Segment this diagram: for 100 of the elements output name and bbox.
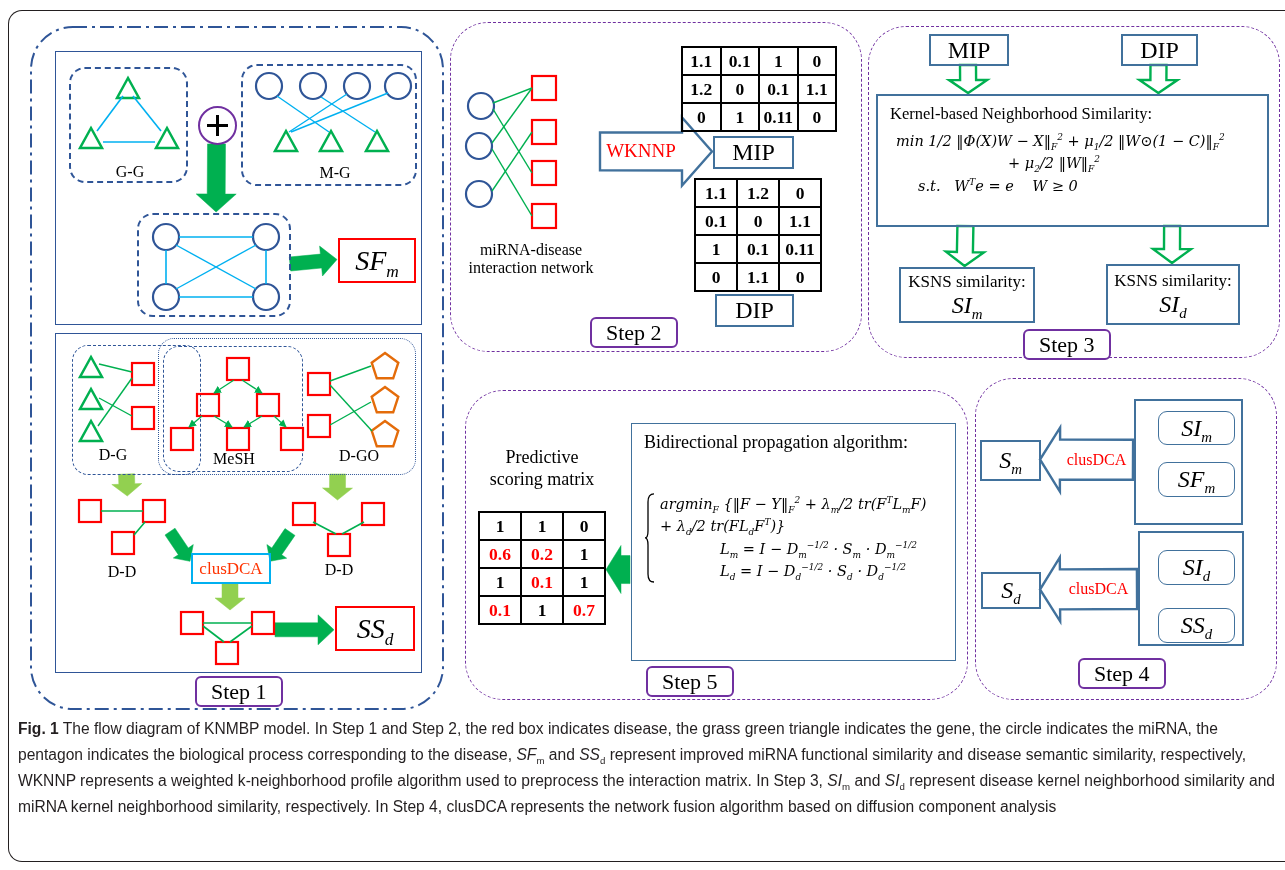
result-box <box>335 606 415 651</box>
node-label: SS$_{d}$ <box>356 612 394 645</box>
matrix-cell: 0.6 <box>480 541 522 569</box>
network-group <box>158 338 416 475</box>
matrix-cell: 0.1 <box>522 569 564 597</box>
node-label: D-G <box>98 446 128 464</box>
arrow <box>274 614 335 646</box>
matrix-cell: 1.1 <box>738 264 780 292</box>
box-heading: Kernel-based Neighborhood Similarity: <box>890 104 1153 124</box>
process-box <box>981 572 1041 609</box>
matrix-cell: 0.1 <box>738 236 780 264</box>
matrix-cell: 1 <box>564 569 606 597</box>
matrix-cell: 1.2 <box>683 76 722 104</box>
node-label: clusDCA <box>199 558 263 579</box>
matrix-cell: 0.2 <box>522 541 564 569</box>
node-label: S$_{d}$ <box>1001 577 1021 604</box>
node-label: MIP <box>947 36 991 64</box>
matrix-cell: 0 <box>798 48 837 76</box>
step-panel <box>868 26 1280 358</box>
step-tag: Step 3 <box>1023 329 1111 360</box>
step-tag: Step 1 <box>195 676 283 707</box>
matrix-cell: 0.1 <box>480 597 522 625</box>
matrix-cell: 1 <box>522 597 564 625</box>
matrix-cell: 1.2 <box>738 180 780 208</box>
similarity-box <box>1158 550 1235 585</box>
matrix-cell: 0.1 <box>696 208 738 236</box>
matrix-cell: 0.11 <box>780 236 822 264</box>
matrix-cell: 0.1 <box>760 76 799 104</box>
node-label: miRNA-disease interaction network <box>467 241 595 277</box>
matrix-cell: 1 <box>522 513 564 541</box>
node-label: SI$_{m}$ <box>1181 414 1212 442</box>
matrix-cell: 0 <box>683 104 722 132</box>
node-label: D-D <box>324 561 354 579</box>
matrix-cell: 0.11 <box>760 104 799 132</box>
arrow <box>266 528 296 562</box>
network-group <box>69 67 188 183</box>
arrow <box>214 582 246 611</box>
arrow <box>942 224 988 268</box>
node-label: M-G <box>319 164 351 182</box>
node-label: KSNS similarity: <box>1114 271 1232 292</box>
matrix-cell: 0 <box>780 264 822 292</box>
node-label: MeSH <box>213 450 255 468</box>
node-label: D-GO <box>339 447 379 465</box>
node-label: Predictive scoring matrix <box>488 447 596 491</box>
node-label: SF$_{m}$ <box>1177 466 1216 493</box>
network-group <box>241 64 417 186</box>
process-box <box>1106 264 1240 325</box>
process-box <box>980 440 1041 481</box>
matrix-cell: 0 <box>721 76 760 104</box>
formula: argmin$_{F}$ {‖F − Y‖$_{F}$$^{2}$ + λ$_{m}$/2 tr(F$^{T}$L$_{m}$F) + λ$_{d}$/2 tr(FL$_{d}$F$^{T}$)} <box>660 494 928 538</box>
formula: s.t. W$^{T}$e = e W ≥ 0 <box>918 176 1078 196</box>
arrow <box>1149 224 1195 265</box>
node-label: SF$_{m}$ <box>355 244 399 277</box>
matrix-cell: 1 <box>564 541 606 569</box>
network-group <box>72 345 201 475</box>
plus-circle <box>198 106 237 145</box>
similarity-box <box>1158 411 1235 445</box>
matrix-cell: 1.1 <box>696 180 738 208</box>
step-panel <box>450 22 862 352</box>
matrix-cell: 0.7 <box>564 597 606 625</box>
matrix-cell: 1 <box>696 236 738 264</box>
matrix-cell: 1.1 <box>798 76 837 104</box>
arrow <box>111 473 143 497</box>
matrix-cell: 0 <box>780 180 822 208</box>
figure-caption: Fig. 1 The flow diagram of KNMBP model. In Step 1 and Step 2, the red box indicates disease, the grass green triangle indicates the gene, the circle indicates the miRNA, the pentagon indicates the biological process corresponding to the disease, SF$_{m}$ and SS$_{d}$ represent improved miRNA functional similarity and disease semantic similarity, respectively, WKNNP represents a weighted k-neighborhood profile algorithm used to preprocess the interaction matrix. In Step 3, SI$_{m}$ and SI$_{d}$ represent disease kernel neighborhood similarity and miRNA kernel neighborhood similarity, respectively. In Step 4, clusDCA represents the network fusion algorithm based on diffusion component analysis <box>18 719 1276 817</box>
step-tag: Step 4 <box>1078 658 1166 689</box>
arrow <box>322 473 353 501</box>
node-label: SS$_{d}$ <box>1180 612 1213 639</box>
process-box <box>191 553 271 584</box>
matrix-cell: 1 <box>480 513 522 541</box>
node-label: G-G <box>115 163 145 181</box>
node-label: SI$_{d}$ <box>1182 554 1211 581</box>
step-panel <box>30 26 444 710</box>
matrix-cell: 0 <box>696 264 738 292</box>
step-panel <box>465 390 968 700</box>
group-box <box>1134 399 1243 525</box>
step-tag: Step 2 <box>590 317 678 348</box>
node-label: KSNS similarity: <box>908 271 1026 292</box>
node-label: DIP <box>735 297 774 324</box>
node-label: SI$_{d}$ <box>1159 291 1187 318</box>
box-heading: Bidirectional propagation algorithm: <box>644 432 908 453</box>
formula-box <box>876 94 1269 227</box>
similarity-box <box>1158 462 1235 497</box>
arrow <box>605 545 631 594</box>
group-box <box>1138 531 1244 646</box>
matrix-cell: 1 <box>480 569 522 597</box>
arrow <box>289 245 338 277</box>
node-label: MIP <box>732 139 775 166</box>
process-box <box>929 34 1009 66</box>
step-panel <box>975 378 1277 700</box>
arrow <box>164 527 194 562</box>
node-label: D-D <box>107 563 137 581</box>
arrow <box>945 63 991 95</box>
result-box <box>338 238 416 283</box>
formula-box <box>631 423 956 661</box>
process-box <box>713 136 794 169</box>
arrow <box>1135 63 1182 95</box>
process-box <box>715 294 794 327</box>
similarity-box <box>1158 608 1235 643</box>
matrix-cell: 1 <box>760 48 799 76</box>
